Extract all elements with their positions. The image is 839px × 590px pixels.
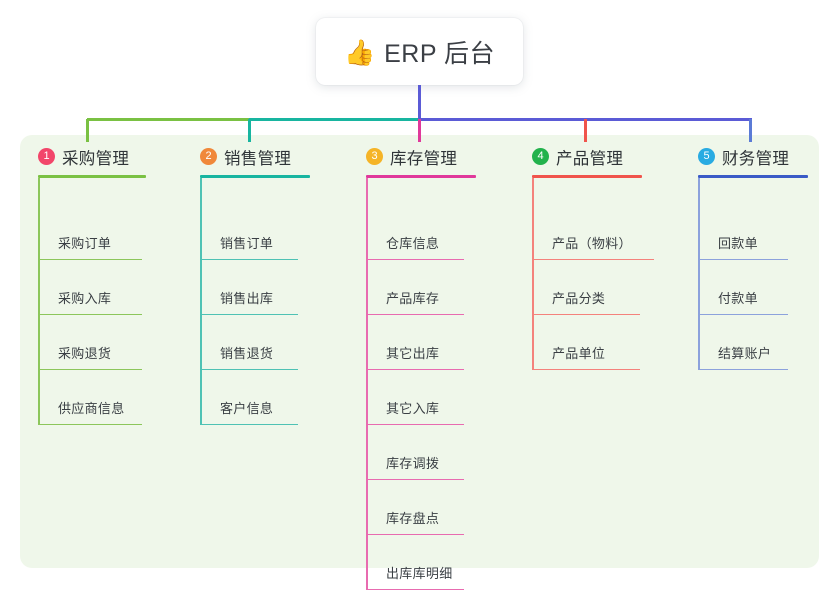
thumbs-up-icon: 👍	[344, 40, 375, 65]
list-item-label: 库存盘点	[366, 508, 464, 534]
list-item-label: 回款单	[698, 233, 788, 259]
column-header-4[interactable]: 4 产品管理	[532, 144, 642, 169]
column-title-3: 库存管理	[390, 145, 457, 169]
list-item-label: 出库库明细	[366, 563, 464, 589]
column-3: 3 库存管理仓库信息产品库存其它出库其它入库库存调拨库存盘点出库库明细	[366, 144, 476, 590]
list-item-underline	[38, 424, 142, 426]
list-item-underline	[366, 534, 464, 536]
list-item-label: 采购入库	[38, 288, 142, 314]
column-5: 5 财务管理回款单付款单结算账户	[698, 144, 808, 370]
list-item-label: 付款单	[698, 288, 788, 314]
list-item-underline	[38, 369, 142, 371]
list-item-label: 产品（物料）	[532, 233, 654, 259]
list-item-label: 结算账户	[698, 343, 788, 369]
column-title-1: 采购管理	[62, 145, 129, 169]
list-item-underline	[200, 259, 298, 261]
list-item-label: 其它入库	[366, 398, 464, 424]
list-item-underline	[366, 479, 464, 481]
list-item-underline	[366, 314, 464, 316]
column-badge-5: 5	[698, 148, 715, 165]
list-item-underline	[366, 369, 464, 371]
list-item-label: 客户信息	[200, 398, 298, 424]
list-item-label: 仓库信息	[366, 233, 464, 259]
list-item-underline	[532, 314, 640, 316]
list-item[interactable]: 其它入库	[366, 379, 464, 425]
column-items-3: 仓库信息产品库存其它出库其它入库库存调拨库存盘点出库库明细	[366, 178, 476, 590]
list-item-underline	[366, 259, 464, 261]
list-item[interactable]: 出库库明细	[366, 544, 464, 590]
column-badge-3: 3	[366, 148, 383, 165]
column-title-5: 财务管理	[722, 145, 789, 169]
list-item-underline	[698, 314, 788, 316]
column-header-2[interactable]: 2 销售管理	[200, 144, 310, 169]
list-item-underline	[532, 259, 654, 261]
list-item[interactable]: 产品分类	[532, 269, 640, 315]
column-items-4: 产品（物料）产品分类产品单位	[532, 178, 642, 370]
list-item[interactable]: 付款单	[698, 269, 788, 315]
list-item[interactable]: 产品库存	[366, 269, 464, 315]
list-item[interactable]: 采购入库	[38, 269, 142, 315]
root-title-card[interactable]: 👍 ERP 后台	[316, 18, 523, 85]
column-items-2: 销售订单销售出库销售退货客户信息	[200, 178, 310, 425]
list-item[interactable]: 采购退货	[38, 324, 142, 370]
list-item-label: 销售订单	[200, 233, 298, 259]
list-item-underline	[698, 369, 788, 371]
list-item[interactable]: 销售订单	[200, 214, 298, 260]
column-items-5: 回款单付款单结算账户	[698, 178, 808, 370]
list-item-underline	[200, 369, 298, 371]
column-1: 1 采购管理采购订单采购入库采购退货供应商信息	[38, 144, 146, 425]
list-item-label: 产品分类	[532, 288, 640, 314]
list-item[interactable]: 库存调拨	[366, 434, 464, 480]
list-item[interactable]: 客户信息	[200, 379, 298, 425]
list-item[interactable]: 销售出库	[200, 269, 298, 315]
column-items-1: 采购订单采购入库采购退货供应商信息	[38, 178, 146, 425]
list-item-label: 产品单位	[532, 343, 640, 369]
list-item-label: 销售退货	[200, 343, 298, 369]
list-item-underline	[200, 424, 298, 426]
list-item[interactable]: 库存盘点	[366, 489, 464, 535]
column-header-1[interactable]: 1 采购管理	[38, 144, 146, 169]
column-header-5[interactable]: 5 财务管理	[698, 144, 808, 169]
list-item-underline	[38, 314, 142, 316]
column-2: 2 销售管理销售订单销售出库销售退货客户信息	[200, 144, 310, 425]
list-item[interactable]: 供应商信息	[38, 379, 142, 425]
list-item-underline	[200, 314, 298, 316]
column-badge-2: 2	[200, 148, 217, 165]
column-badge-1: 1	[38, 148, 55, 165]
list-item-label: 库存调拨	[366, 453, 464, 479]
list-item[interactable]: 销售退货	[200, 324, 298, 370]
column-title-2: 销售管理	[224, 145, 291, 169]
list-item-underline	[698, 259, 788, 261]
column-title-4: 产品管理	[556, 145, 623, 169]
list-item-underline	[38, 259, 142, 261]
list-item[interactable]: 结算账户	[698, 324, 788, 370]
list-item[interactable]: 回款单	[698, 214, 788, 260]
list-item-label: 采购订单	[38, 233, 142, 259]
list-item-underline	[366, 424, 464, 426]
list-item[interactable]: 产品单位	[532, 324, 640, 370]
list-item[interactable]: 产品（物料）	[532, 214, 654, 260]
column-badge-4: 4	[532, 148, 549, 165]
list-item-label: 产品库存	[366, 288, 464, 314]
list-item[interactable]: 仓库信息	[366, 214, 464, 260]
list-item-label: 供应商信息	[38, 398, 142, 424]
list-item-underline	[532, 369, 640, 371]
list-item[interactable]: 采购订单	[38, 214, 142, 260]
list-item[interactable]: 其它出库	[366, 324, 464, 370]
column-header-3[interactable]: 3 库存管理	[366, 144, 476, 169]
page-title: ERP 后台	[384, 34, 495, 70]
list-item-label: 采购退货	[38, 343, 142, 369]
list-item-label: 其它出库	[366, 343, 464, 369]
list-item-label: 销售出库	[200, 288, 298, 314]
